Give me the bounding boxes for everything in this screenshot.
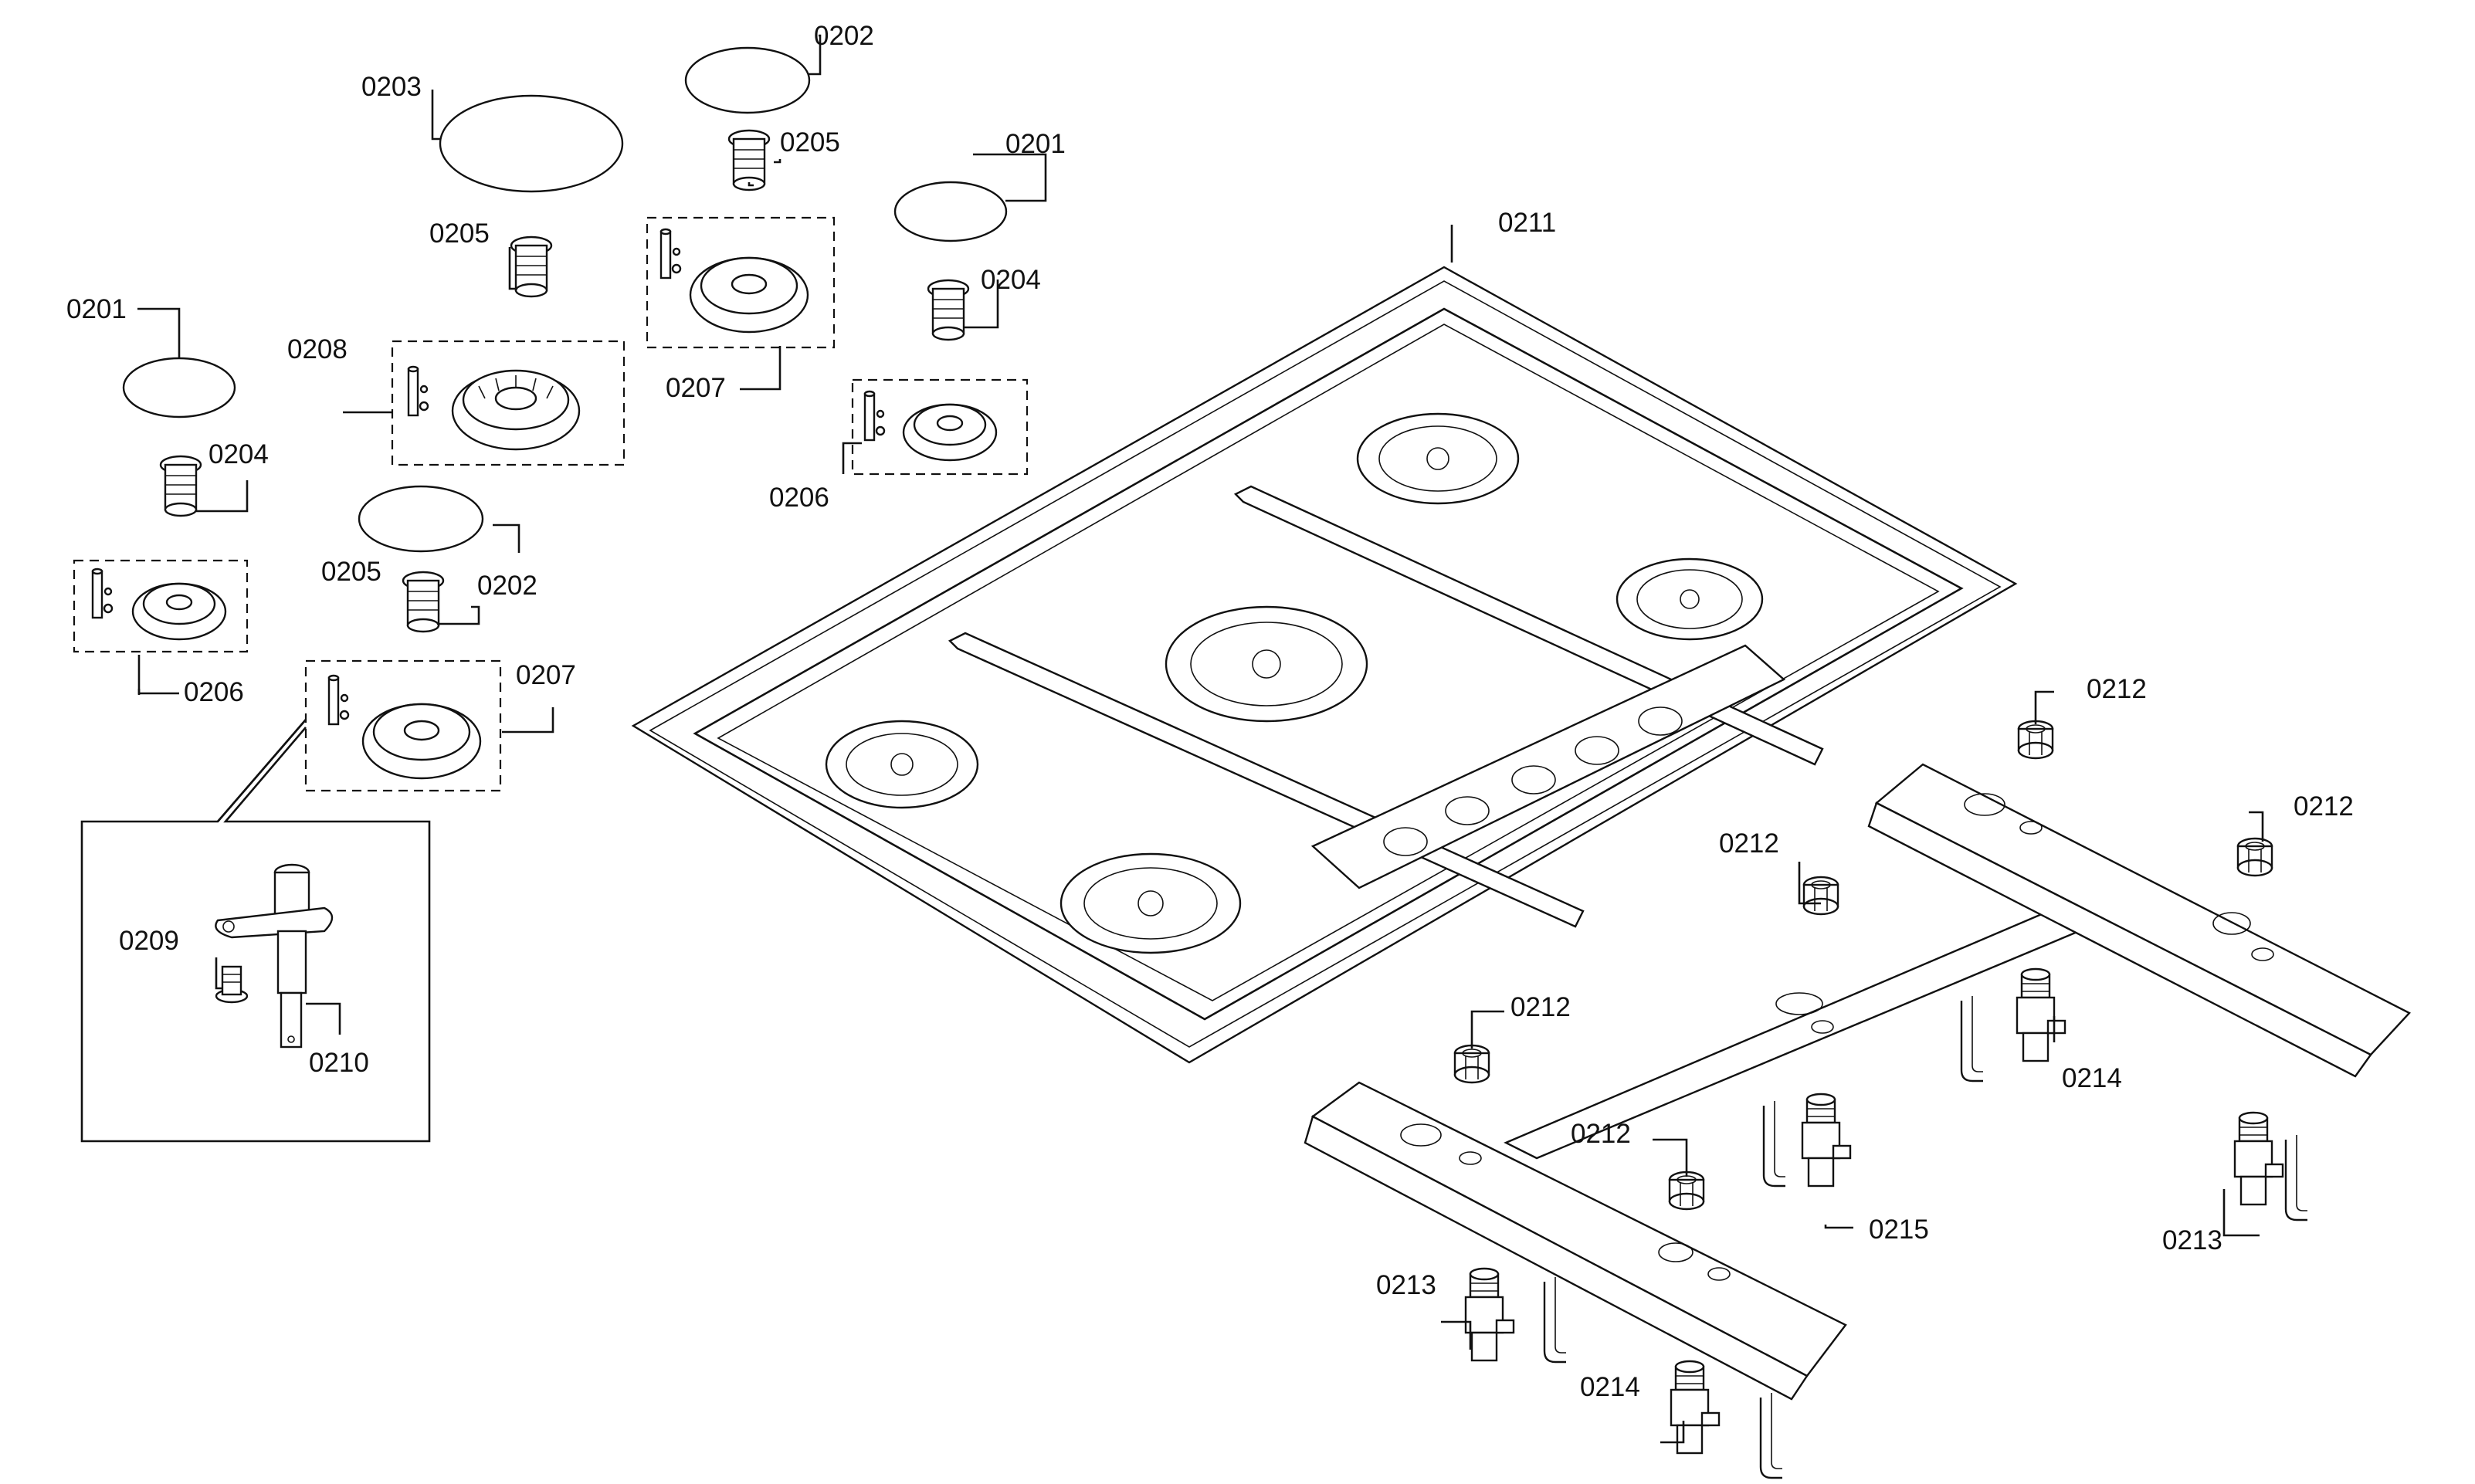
label-0207-left: 0207: [516, 660, 576, 690]
control-strip: [1310, 644, 1786, 889]
crown-0204-right: [927, 279, 970, 341]
bracket-rear: [1867, 763, 2411, 1078]
label-0201-right: 0201: [1005, 129, 1066, 159]
label-0204-left: 0204: [209, 439, 269, 469]
burner-0207-top: [646, 216, 836, 349]
valve-0214-mid: [1960, 967, 2066, 1083]
opening-right-front: [1616, 557, 1764, 641]
label-0212-4: 0212: [1510, 992, 1571, 1022]
label-0204-right: 0204: [981, 265, 1041, 295]
label-0212-2: 0212: [2294, 791, 2354, 822]
burner-0206-left: [73, 559, 249, 653]
label-0205-large: 0205: [429, 219, 490, 249]
leader-lines: [137, 34, 2264, 1444]
nut-0212-5: [1668, 1171, 1705, 1211]
label-0205-top: 0205: [780, 127, 840, 158]
label-0215: 0215: [1869, 1215, 1929, 1245]
label-0207-top: 0207: [666, 373, 726, 403]
detail-inset: [80, 719, 431, 1143]
label-0202-left: 0202: [477, 571, 537, 601]
nut-0212-1: [2017, 720, 2054, 760]
burner-0206-right: [851, 378, 1029, 476]
label-0213-left: 0213: [1376, 1270, 1436, 1300]
crown-0205-large: [510, 235, 553, 298]
valve-0213-right: [2233, 1111, 2309, 1221]
cap-0202-top: [684, 46, 811, 114]
label-0212-5: 0212: [1571, 1119, 1631, 1149]
crown-0204-left: [159, 455, 202, 517]
opening-left-rear: [825, 720, 979, 809]
burner-0207-left: [304, 659, 502, 792]
nut-0212-3: [1802, 876, 1839, 916]
label-0203: 0203: [361, 72, 422, 102]
label-0201-left: 0201: [66, 294, 127, 324]
opening-right-rear: [1356, 412, 1520, 505]
label-0212-1: 0212: [2087, 674, 2147, 704]
crown-0205-top: [727, 129, 771, 191]
label-0206-left: 0206: [184, 677, 244, 707]
label-0214-mid: 0214: [2062, 1063, 2122, 1093]
nut-0212-2: [2236, 837, 2273, 877]
opening-center: [1165, 605, 1368, 723]
label-0208: 0208: [287, 334, 348, 364]
nut-0212-4: [1453, 1044, 1490, 1084]
bracket-front: [1304, 1081, 1847, 1401]
burner-0208: [391, 340, 626, 466]
cap-0202-left: [358, 485, 484, 553]
cap-0203: [439, 94, 624, 193]
valve-0215: [1762, 1093, 1852, 1188]
label-0206-right: 0206: [769, 483, 829, 513]
label-0210: 0210: [309, 1048, 369, 1078]
label-0212-3: 0212: [1719, 828, 1779, 859]
cap-0201-right: [893, 181, 1008, 242]
opening-left-front: [1060, 852, 1242, 954]
label-0205-left: 0205: [321, 557, 381, 587]
cooktop-pan: [631, 266, 2018, 1064]
cap-0201-left: [122, 357, 236, 418]
label-0211: 0211: [1498, 208, 1556, 238]
label-0213-right: 0213: [2162, 1225, 2222, 1255]
label-0202-top: 0202: [814, 21, 874, 51]
part-labels: 0201 0201 0202 0202 0203 0204 0204 0205 …: [66, 21, 2354, 1402]
valve-0213-left: [1464, 1267, 1568, 1364]
thermocouple-part: [215, 863, 334, 1049]
label-0209: 0209: [119, 926, 179, 956]
label-0214-bottom: 0214: [1580, 1372, 1640, 1402]
crown-0205-left: [402, 571, 445, 633]
screw-part: [215, 965, 249, 1004]
